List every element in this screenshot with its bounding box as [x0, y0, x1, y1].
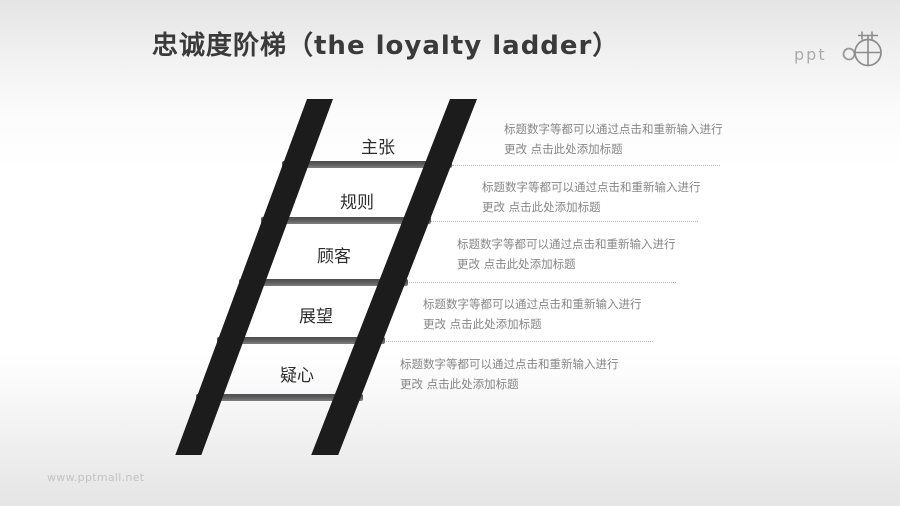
step-label-advocate[interactable]: 主张	[361, 138, 395, 158]
dotted-separator-2	[430, 221, 698, 222]
step-label-prospect[interactable]: 展望	[299, 307, 333, 327]
dotted-separator-4	[384, 341, 653, 342]
step-description-1[interactable]: 标题数字等都可以通过点击和重新输入进行 更改 点击此处添加标题	[504, 119, 723, 159]
step-description-line: 更改 点击此处添加标题	[457, 257, 576, 271]
step-label-rule[interactable]: 规则	[340, 193, 374, 213]
step-description-line: 更改 点击此处添加标题	[423, 317, 542, 331]
step-description-3[interactable]: 标题数字等都可以通过点击和重新输入进行 更改 点击此处添加标题	[457, 234, 676, 274]
dotted-separator-1	[452, 165, 720, 166]
step-description-line: 标题数字等都可以通过点击和重新输入进行	[482, 180, 701, 194]
pptmall-logo: ppt	[794, 28, 886, 74]
step-description-5[interactable]: 标题数字等都可以通过点击和重新输入进行 更改 点击此处添加标题	[400, 354, 619, 394]
slide-title: 忠诚度阶梯（the loyalty ladder）	[152, 31, 620, 61]
ladder-rung-5	[196, 394, 363, 401]
ladder-rung-3	[239, 279, 408, 286]
step-description-line: 标题数字等都可以通过点击和重新输入进行	[457, 237, 676, 251]
step-description-2[interactable]: 标题数字等都可以通过点击和重新输入进行 更改 点击此处添加标题	[482, 177, 701, 217]
step-description-line: 更改 点击此处添加标题	[504, 142, 623, 156]
step-description-line: 标题数字等都可以通过点击和重新输入进行	[400, 357, 619, 371]
ladder-rail-left	[175, 99, 333, 455]
step-description-line: 标题数字等都可以通过点击和重新输入进行	[423, 297, 642, 311]
pptmall-circle-crosshair-icon	[842, 31, 882, 67]
step-description-4[interactable]: 标题数字等都可以通过点击和重新输入进行 更改 点击此处添加标题	[423, 294, 642, 334]
step-label-suspect[interactable]: 疑心	[280, 366, 314, 386]
step-description-line: 更改 点击此处添加标题	[400, 377, 519, 391]
step-label-customer[interactable]: 顾客	[317, 247, 351, 267]
watermark-url: www.pptmall.net	[47, 471, 145, 484]
step-description-line: 标题数字等都可以通过点击和重新输入进行	[504, 122, 723, 136]
dotted-separator-3	[407, 282, 676, 283]
ladder-rung-1	[282, 161, 452, 168]
logo-text: ppt	[794, 45, 827, 64]
step-description-line: 更改 点击此处添加标题	[482, 200, 601, 214]
ladder-rung-2	[261, 217, 431, 224]
ladder-rung-4	[217, 337, 385, 344]
